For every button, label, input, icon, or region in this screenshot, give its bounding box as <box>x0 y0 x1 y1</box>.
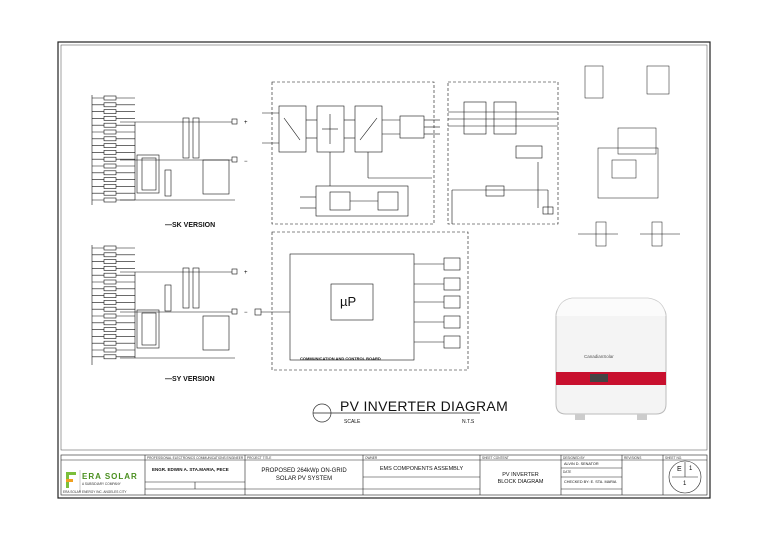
string-fuse <box>103 266 117 271</box>
sheet-no-header: SHEET NO. <box>665 456 683 460</box>
plus-terminal-a: + <box>244 120 248 126</box>
scale-value: N.T.S <box>462 419 475 425</box>
company-tagline: A SUBSIDIARY COMPANY <box>82 482 121 486</box>
sheet-border <box>57 41 711 499</box>
string-fuse <box>103 279 117 285</box>
company-address: ERA SOLAR ENERGY INC. ANGELES CITY <box>63 490 127 494</box>
string-fuse <box>103 259 117 264</box>
plus-terminal-b: + <box>244 270 248 276</box>
designed-by-header: DESIGNED BY <box>563 456 585 460</box>
string-fuse <box>103 170 117 176</box>
grid-connection-block <box>447 81 559 225</box>
string-fuse <box>103 197 117 203</box>
project-header: PROJECT TITLE <box>247 456 272 460</box>
string-fuse <box>103 340 117 346</box>
minus-terminal-b: − <box>244 310 248 316</box>
minus-terminal-a: − <box>244 159 248 165</box>
string-fuse <box>103 334 117 339</box>
sheet-content-header: SHEET CONTENT <box>482 456 509 460</box>
string-fuse <box>103 327 117 332</box>
string-fuse <box>103 245 117 251</box>
string-fuse <box>103 190 117 196</box>
inverter-product-image <box>555 297 667 420</box>
string-fuse <box>103 320 117 326</box>
microprocessor-label: µP <box>340 294 357 309</box>
sheet-total: 1 <box>683 481 687 487</box>
checked-by-value: CHECKED BY: E. STA. MARIA <box>564 480 617 484</box>
power-stage-block <box>262 81 440 225</box>
string-fuse <box>103 95 117 101</box>
sheet-content-line2: BLOCK DIAGRAM <box>497 479 544 485</box>
string-fuse <box>103 313 117 319</box>
company-name: ERA SOLAR <box>82 472 138 481</box>
inverter-schematic-sk <box>91 95 238 205</box>
string-fuse <box>103 150 117 155</box>
inverter-schematic-sy <box>91 245 238 365</box>
string-fuse <box>103 184 117 189</box>
engineer-header: PROFESSIONAL ELECTRONICS COMMUNICATIONS … <box>147 456 244 460</box>
string-fuse <box>103 102 117 108</box>
string-fuse <box>103 252 117 258</box>
title-block-grid <box>60 454 708 496</box>
string-fuse <box>103 272 117 278</box>
project-title-line1: PROPOSED 264kWp ON-GRID <box>261 468 347 474</box>
product-brand: CanadianSolar <box>584 354 614 359</box>
string-fuse <box>103 177 117 182</box>
string-fuse <box>103 143 117 148</box>
string-fuse <box>103 300 117 305</box>
era-solar-logo <box>66 470 81 492</box>
string-fuse <box>103 116 117 121</box>
string-fuse <box>103 293 117 298</box>
string-fuse <box>103 129 117 135</box>
sheet-letter: E <box>677 466 682 473</box>
designed-by-value: ALVIN D. SENATOR <box>564 462 599 466</box>
scale-label: SCALE <box>344 419 361 425</box>
engineer-name: ENGR. EDWIN A. STA.MARIA, PECE <box>152 467 229 472</box>
string-fuse <box>103 163 117 169</box>
string-fuse <box>103 347 117 353</box>
sy-version-label: —SY VERSION <box>165 376 215 383</box>
drawing-frame <box>60 44 708 451</box>
string-fuse <box>103 109 117 114</box>
sheet-number: 1 <box>689 466 693 472</box>
project-title-line2: SOLAR PV SYSTEM <box>275 476 333 482</box>
sheet-content-line1: PV INVERTER <box>502 472 539 478</box>
comm-board-label: COMMUNICATION AND CONTROL BOARD <box>300 356 381 361</box>
string-fuse <box>103 354 117 360</box>
string-fuse <box>103 136 117 142</box>
string-fuse <box>103 286 117 292</box>
owner-value: EMS COMPONENTS ASSEMBLY <box>379 466 464 472</box>
sk-version-label: —SK VERSION <box>165 222 216 229</box>
revisions-header: REVISIONS <box>624 456 642 460</box>
communication-control-board <box>254 231 469 371</box>
date-header: DATE <box>563 470 572 474</box>
string-fuse <box>103 122 117 128</box>
connector-details <box>578 65 680 247</box>
drawing-title: PV INVERTER DIAGRAM <box>340 398 509 414</box>
string-fuse <box>103 156 117 162</box>
string-fuse <box>103 306 117 312</box>
owner-header: OWNER <box>365 456 378 460</box>
